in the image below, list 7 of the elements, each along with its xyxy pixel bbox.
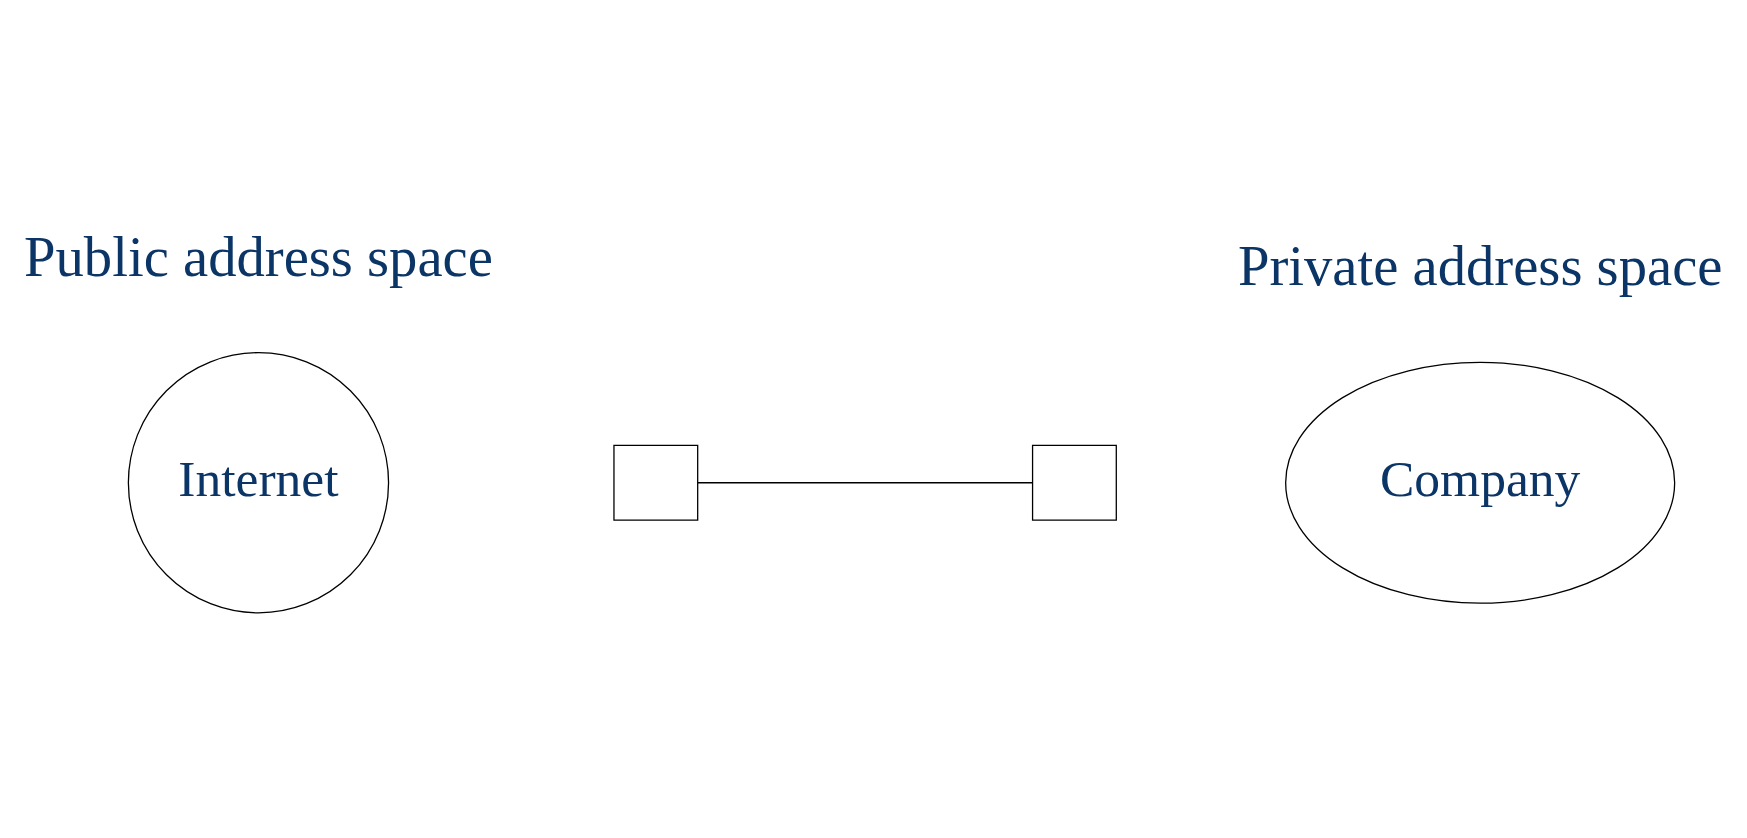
node-box [1031,444,1117,521]
connector [697,482,1033,484]
node-circle: Internet [127,352,390,614]
node-box [613,444,699,521]
label: Private address space [1237,234,1723,297]
node-ellipse: Company [1285,361,1676,604]
label: Public address space [24,225,493,288]
